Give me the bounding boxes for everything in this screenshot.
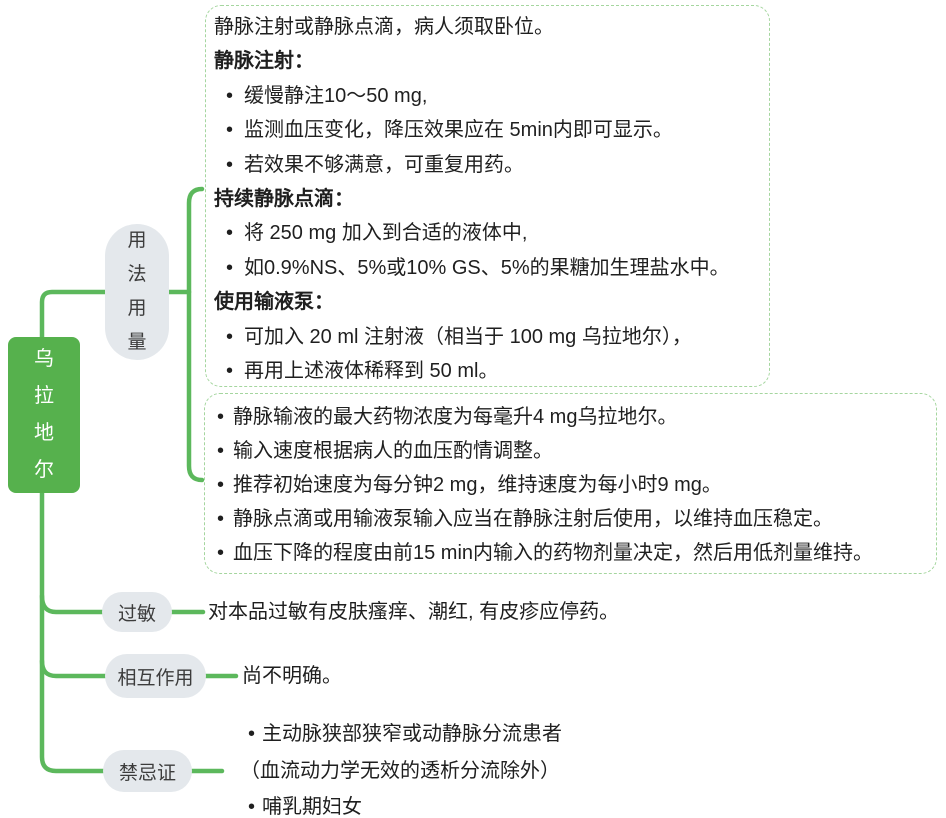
usage-bullet-item: 若效果不够满意，可重复用药。 bbox=[214, 148, 761, 183]
allergy-content-text[interactable]: 对本品过敏有皮肤瘙痒、潮红, 有皮疹应停药。 bbox=[208, 601, 620, 623]
connector-trunk-to-interaction bbox=[39, 658, 109, 679]
infusion-bullet-item: 推荐初始速度为每分钟2 mg，维持速度为每小时9 mg。 bbox=[211, 468, 928, 502]
usage-bullet-item: 再用上述液体稀释到 50 ml。 bbox=[214, 354, 761, 389]
usage-section-heading: 持续静脉点滴： bbox=[214, 187, 354, 210]
connector-trunk-to-allergy bbox=[39, 593, 106, 615]
usage-bullet-item: 监测血压变化，降压效果应在 5min内即可显示。 bbox=[214, 113, 761, 148]
interaction-content-text[interactable]: 尚不明确。 bbox=[242, 665, 342, 687]
branch-node-interaction[interactable]: 相互作用 bbox=[105, 654, 206, 698]
branch-node-contraindication-label: 禁忌证 bbox=[118, 762, 176, 784]
branch-node-interaction-label: 相互作用 bbox=[117, 667, 194, 689]
usage-detail-box-infusion-notes[interactable]: 静脉输液的最大药物浓度为每毫升4 mg乌拉地尔。 输入速度根据病人的血压酌情调整… bbox=[204, 393, 937, 574]
usage-bullet-item: 如0.9%NS、5%或10% GS、5%的果糖加生理盐水中。 bbox=[214, 251, 761, 286]
bracket-usage-children bbox=[186, 186, 205, 483]
contraindication-item-note: （血流动力学无效的透析分流除外） bbox=[240, 759, 560, 782]
infusion-bullet-item: 静脉点滴或用输液泵输入应当在静脉注射后使用，以维持血压稳定。 bbox=[211, 502, 928, 536]
usage-section-heading: 静脉注射： bbox=[214, 50, 314, 73]
branch-node-usage[interactable]: 用法用量 bbox=[105, 224, 169, 360]
usage-section-heading: 使用输液泵： bbox=[214, 291, 334, 314]
connector-trunk-to-contraindication bbox=[39, 488, 106, 774]
connector-root-to-usage bbox=[39, 289, 108, 342]
usage-bullet-item: 缓慢静注10～50 mg, bbox=[214, 79, 761, 114]
usage-bullet-item: 可加入 20 ml 注射液（相当于 100 mg 乌拉地尔）， bbox=[214, 320, 761, 355]
root-node-label: 乌拉地尔 bbox=[34, 348, 54, 481]
branch-node-allergy[interactable]: 过敏 bbox=[102, 592, 172, 632]
usage-intro-line: 静脉注射或静脉点滴，病人须取卧位。 bbox=[214, 16, 554, 38]
branch-node-usage-label: 用法用量 bbox=[127, 230, 147, 353]
branch-node-allergy-label: 过敏 bbox=[117, 603, 156, 625]
root-node-drug[interactable]: 乌拉地尔 bbox=[8, 337, 80, 493]
usage-bullet-item: 将 250 mg 加入到合适的液体中, bbox=[214, 216, 761, 251]
infusion-bullet-item: 血压下降的程度由前15 min内输入的药物剂量决定，然后用低剂量维持。 bbox=[211, 536, 928, 570]
usage-detail-box-administration[interactable]: 静脉注射或静脉点滴，病人须取卧位。 静脉注射： 缓慢静注10～50 mg, 监测… bbox=[205, 5, 770, 389]
infusion-bullet-item: 静脉输液的最大药物浓度为每毫升4 mg乌拉地尔。 bbox=[211, 400, 928, 434]
contraindication-item: 主动脉狭部狭窄或动静脉分流患者 bbox=[240, 716, 562, 753]
branch-node-contraindication[interactable]: 禁忌证 bbox=[103, 750, 192, 792]
contraindication-content-list[interactable]: 主动脉狭部狭窄或动静脉分流患者 （血流动力学无效的透析分流除外） 哺乳期妇女 bbox=[240, 716, 562, 818]
contraindication-item: 哺乳期妇女 bbox=[240, 789, 562, 818]
infusion-bullet-item: 输入速度根据病人的血压酌情调整。 bbox=[211, 434, 928, 468]
